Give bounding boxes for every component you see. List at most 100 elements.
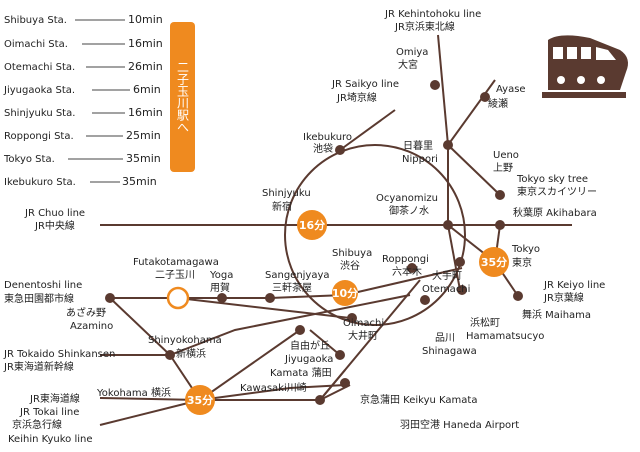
label-skytree-en: Tokyo sky tree [516, 174, 588, 185]
label-roppongi-en: Roppongi [382, 254, 429, 265]
station-ikebukuro [335, 145, 345, 155]
station-oimachi [347, 313, 357, 323]
time-station: Shinjyuku Sta. [4, 108, 75, 119]
keikyu-line [99, 399, 201, 426]
station-kawasaki [340, 378, 350, 388]
station-azamino [105, 293, 115, 303]
station-omiya [430, 80, 440, 90]
label-shinyoko-jp: 新横浜 [176, 347, 206, 360]
time-value: 26min [128, 60, 163, 73]
station-sangenjaya [265, 293, 275, 303]
ayase-line [447, 79, 496, 146]
label-nippori-en: Nippori [402, 154, 438, 165]
label-tokaido-jp: JR東海道線 [29, 392, 80, 405]
label-sangen-en: Sangenjyaya [265, 270, 330, 281]
label-haneda: 羽田空港 Haneda Airport [400, 418, 519, 431]
label-futako-jp: 二子玉川 [155, 269, 195, 281]
oimachi-line [177, 297, 351, 319]
badge-shibuya-text: 10分 [332, 286, 358, 300]
label-shinjuku-jp: 新宿 [272, 200, 292, 213]
label-shinagawa-jp: 品川 [435, 332, 455, 344]
destination-banner-text: 二子玉川駅へ [176, 61, 190, 133]
kawasaki-link [199, 384, 346, 401]
label-ikebukuro-en: Ikebukuro [303, 132, 352, 143]
label-oimachi-jp: 大井町 [348, 329, 378, 342]
time-value: 10min [128, 13, 163, 26]
station-roppongi [407, 263, 417, 273]
station-dots [105, 80, 523, 405]
station-nippori [443, 140, 453, 150]
label-dento-jp: 東急田園都市線 [4, 292, 74, 305]
station-ueno [495, 190, 505, 200]
label-ueno-en: Ueno [493, 150, 519, 161]
tokaido-line [99, 279, 421, 401]
label-yoga-en: Yoga [209, 270, 233, 281]
time-value: 25min [126, 129, 161, 142]
station-jiyugaoka [295, 325, 305, 335]
label-shibuya-en: Shibuya [332, 248, 372, 259]
label-sangen-jp: 三軒茶屋 [272, 281, 312, 294]
train-icon [542, 35, 628, 98]
label-keikyu-en: Keihin Kyuko line [8, 434, 93, 445]
label-keiyo-jp: JR京葉線 [543, 291, 584, 304]
time-station: Shibuya Sta. [4, 15, 67, 26]
label-shibuya-jp: 渋谷 [340, 259, 360, 272]
label-otemachi-en: Otemachi [422, 284, 470, 295]
time-station: Roppongi Sta. [4, 131, 74, 142]
label-roppongi-jp: 六本木 [392, 265, 422, 278]
label-ochanomizu-en: Ocyanomizu [376, 193, 438, 204]
label-yokohama: Yokohama 横浜 [96, 386, 171, 399]
label-omiya-en: Omiya [396, 47, 428, 58]
badge-shinjuku-text: 16分 [299, 218, 325, 232]
label-hamamatsu-jp: 浜松町 [470, 316, 500, 329]
label-ueno-jp: 上野 [493, 162, 513, 174]
station-hamamatsucho [457, 285, 467, 295]
label-akihabara: 秋葉原 Akihabara [513, 206, 597, 219]
badge-tokyo [479, 247, 509, 277]
badge-yokohama-text: 35分 [187, 393, 213, 407]
station-kamata [335, 350, 345, 360]
time-value: 16min [128, 106, 163, 119]
label-tokyo-jp: 東京 [512, 256, 532, 269]
label-dento-en: Denentoshi line [4, 280, 82, 291]
station-akihabara [495, 220, 505, 230]
label-ikebukuro-jp: 池袋 [313, 142, 333, 155]
label-tokyo-en: Tokyo [511, 244, 540, 255]
label-saikyo-en: JR Saikyo line [331, 79, 399, 90]
time-station: Tokyo Sta. [3, 154, 55, 165]
station-keikyu-kamata [315, 395, 325, 405]
label-omiya-jp: 大宮 [398, 58, 418, 71]
time-value: 35min [126, 152, 161, 165]
label-tokaido-shink-jp: JR東海道新幹線 [3, 360, 74, 373]
rail-lines [99, 34, 572, 426]
time-value: 16min [128, 37, 163, 50]
label-kamata: Kamata 蒲田 [270, 366, 332, 379]
saikyo-line [339, 109, 396, 151]
skytree-line [447, 144, 501, 196]
label-shinyoko-en: Shinyokohama [148, 335, 222, 346]
badge-tokyo-text: 35分 [481, 255, 507, 269]
label-keikyu-kamata: 京急蒲田 Keikyu Kamata [360, 393, 477, 406]
station-maihama [513, 291, 523, 301]
station-futakotamagawa [166, 286, 190, 310]
label-azamino-en: Azamino [70, 321, 113, 332]
time-value: 35min [122, 175, 157, 188]
label-ochanomizu-jp: 御茶ノ水 [389, 204, 429, 217]
travel-time-rows: Shibuya Sta. 10min Oimachi Sta. 16min Ot… [3, 13, 163, 188]
label-jiyugaoka-en: Jiyugaoka [284, 354, 333, 365]
label-ayase-en: Ayase [496, 84, 526, 95]
label-saikyo-jp: JR埼京線 [336, 91, 377, 104]
keihin-tohoku-line [437, 34, 496, 263]
label-kawasaki: Kawasaki川崎 [240, 381, 307, 394]
label-ayase-jp: 綾瀬 [488, 97, 508, 110]
label-jiyugaoka-jp: 自由が丘 [290, 339, 330, 352]
station-otemachi [455, 257, 465, 267]
label-azamino-jp: あざみ野 [66, 306, 106, 319]
time-station: Jiyugaoka Sta. [3, 85, 75, 96]
toyoko-line [199, 329, 301, 401]
time-station: Otemachi Sta. [4, 62, 75, 73]
label-chuo-jp: JR中央線 [34, 219, 75, 232]
label-otemachi-jp: 大手町 [432, 269, 462, 282]
